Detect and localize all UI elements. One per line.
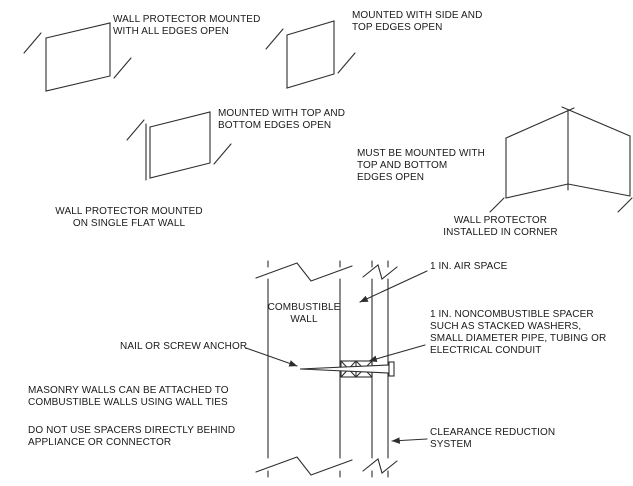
label-clearance-system: CLEARANCE REDUCTION SYSTEM	[430, 427, 556, 450]
break-symbol	[362, 264, 398, 280]
label-all-edges-open: WALL PROTECTOR MOUNTED WITH ALL EDGES OP…	[113, 14, 261, 37]
label-air-space: 1 IN. AIR SPACE	[430, 261, 508, 272]
label-corner-requirement: MUST BE MOUNTED WITH TOP AND BOTTOM EDGE…	[357, 148, 485, 183]
panel-top-bottom-drawing	[126, 111, 232, 181]
leader-lines	[245, 270, 428, 444]
label-noncombustible-spacer: 1 IN. NONCOMBUSTIBLE SPACER SUCH AS STAC…	[430, 309, 607, 356]
panel-side-top-drawing	[265, 20, 356, 89]
break-symbol	[255, 262, 353, 282]
label-corner-installed: WALL PROTECTOR INSTALLED IN CORNER	[443, 215, 558, 238]
break-symbol	[362, 458, 398, 474]
clearance-leader	[391, 437, 428, 444]
nail-drawing	[299, 361, 395, 377]
label-masonry-note: MASONRY WALLS CAN BE ATTACHED TO COMBUST…	[28, 385, 229, 408]
nail-leader	[245, 347, 298, 367]
label-top-bottom-open: MOUNTED WITH TOP AND BOTTOM EDGES OPEN	[218, 108, 346, 131]
corner-panel-drawing	[489, 106, 633, 213]
air-space-leader	[359, 270, 428, 303]
label-nail-anchor: NAIL OR SCREW ANCHOR	[120, 341, 248, 352]
label-combustible-wall: COMBUSTIBLE WALL	[267, 302, 341, 325]
label-side-top-open: MOUNTED WITH SIDE AND TOP EDGES OPEN	[352, 10, 483, 33]
panel-all-edges-drawing	[23, 22, 132, 92]
break-symbol	[255, 456, 353, 476]
label-spacer-warning: DO NOT USE SPACERS DIRECTLY BEHIND APPLI…	[28, 425, 236, 448]
spacer-leader	[368, 344, 426, 363]
label-single-flat-wall: WALL PROTECTOR MOUNTED ON SINGLE FLAT WA…	[55, 206, 203, 229]
